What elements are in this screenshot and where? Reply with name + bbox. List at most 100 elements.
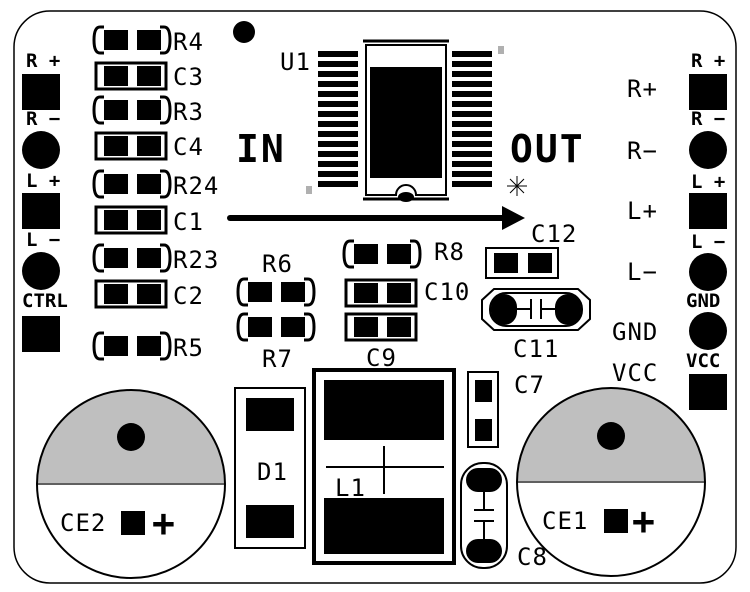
c8-footprint[interactable] — [460, 462, 508, 569]
right-pad-l-minus[interactable] — [689, 253, 727, 291]
in-label: IN — [236, 127, 286, 171]
l1-footprint[interactable] — [312, 368, 456, 565]
r5-footprint[interactable] — [92, 331, 172, 361]
u1-pin — [318, 101, 358, 107]
u1-pin — [318, 81, 358, 87]
r24-label: R24 — [173, 172, 219, 200]
ce1-footprint[interactable] — [516, 387, 706, 577]
u1-pin — [318, 181, 358, 187]
u1-pin — [452, 111, 492, 117]
u1-pin — [318, 161, 358, 167]
c12-footprint[interactable] — [485, 247, 559, 279]
out-label: OUT — [510, 127, 585, 171]
silk-r-plus: R+ — [627, 75, 658, 103]
u1-pin — [452, 131, 492, 137]
left-pin-label-l-plus: L + — [26, 170, 60, 192]
right-header: R + R − L + L − GND VCC — [686, 50, 727, 410]
c12-label: C12 — [531, 220, 577, 248]
ce1-positive-pad — [604, 509, 628, 533]
u1-ic[interactable] — [306, 39, 504, 202]
c7-label: C7 — [514, 371, 545, 399]
ce2-positive-pad — [121, 511, 145, 535]
left-pad-ctrl[interactable] — [22, 316, 60, 352]
left-pad-r-plus[interactable] — [22, 74, 60, 110]
u1-corner-marker — [498, 46, 504, 54]
r6-label: R6 — [262, 250, 293, 278]
c10-footprint[interactable] — [344, 278, 418, 308]
c11-label: C11 — [513, 335, 559, 363]
c2-footprint[interactable] — [94, 279, 168, 309]
u1-left-pins — [318, 51, 358, 187]
right-pad-gnd[interactable] — [689, 312, 727, 350]
d1-label: D1 — [257, 458, 288, 486]
left-pad-r-minus[interactable] — [22, 131, 60, 169]
ce2-footprint[interactable] — [36, 389, 226, 579]
silk-gnd: GND — [612, 318, 658, 346]
passive-column: R4 C3 R3 C4 R24 C1 R23 — [92, 25, 219, 362]
r23-label: R23 — [173, 246, 219, 274]
r7-footprint[interactable] — [236, 312, 316, 342]
right-pad-r-plus[interactable] — [689, 74, 727, 110]
u1-pin — [318, 141, 358, 147]
r4-footprint[interactable] — [92, 25, 172, 55]
c3-footprint[interactable] — [94, 61, 168, 91]
right-pad-l-plus[interactable] — [689, 193, 727, 229]
left-pad-l-minus[interactable] — [22, 252, 60, 290]
c4-label: C4 — [173, 133, 204, 161]
u1-thermal-pad — [370, 67, 442, 178]
right-silk-labels: R+ R− L+ L− GND VCC — [612, 75, 658, 387]
u1-pin — [318, 61, 358, 67]
d1-footprint[interactable] — [234, 387, 306, 549]
r23-footprint[interactable] — [92, 243, 172, 273]
right-pin-label-l-plus: L + — [691, 171, 725, 193]
left-pin-label-r-plus: R + — [26, 50, 60, 72]
right-pad-vcc[interactable] — [689, 374, 727, 410]
u1-outline — [365, 44, 447, 196]
u1-pin1-marker — [306, 186, 312, 194]
u1-label: U1 — [280, 48, 311, 76]
fiducial-dot — [233, 21, 255, 43]
left-pad-l-plus[interactable] — [22, 193, 60, 229]
u1-pin — [452, 51, 492, 57]
u1-pin — [318, 91, 358, 97]
signal-flow-arrow — [227, 206, 525, 230]
u1-pin — [452, 61, 492, 67]
u1-pin — [318, 51, 358, 57]
r6-footprint[interactable] — [236, 277, 316, 307]
right-pin-label-r-plus: R + — [691, 50, 725, 72]
u1-pin — [452, 181, 492, 187]
c10-label: C10 — [424, 278, 470, 306]
right-pin-label-r-minus: R − — [691, 108, 725, 130]
u1-pin — [452, 91, 492, 97]
c11-footprint[interactable] — [481, 288, 591, 331]
ce1-plus-sign: + — [632, 499, 657, 543]
c1-label: C1 — [173, 208, 204, 236]
ce1-negative-pad — [597, 422, 625, 450]
left-header: R + R − L + L − CTRL — [22, 50, 68, 352]
u1-pin — [452, 121, 492, 127]
r3-footprint[interactable] — [92, 95, 172, 125]
l1-label: L1 — [335, 474, 366, 502]
right-pin-label-gnd: GND — [686, 290, 720, 312]
u1-right-pins — [452, 51, 492, 187]
u1-pin — [452, 101, 492, 107]
u1-pin — [318, 111, 358, 117]
r5-label: R5 — [173, 334, 204, 362]
left-pin-label-r-minus: R − — [26, 108, 60, 130]
u1-pin — [318, 151, 358, 157]
c9-footprint[interactable] — [344, 312, 418, 342]
right-pin-label-l-minus: L − — [691, 231, 725, 253]
c7-footprint[interactable] — [467, 371, 499, 448]
u1-pin — [318, 131, 358, 137]
left-pin-label-l-minus: L − — [26, 229, 60, 251]
r24-footprint[interactable] — [92, 169, 172, 199]
ce1-label: CE1 — [542, 507, 588, 535]
r8-footprint[interactable] — [342, 239, 422, 269]
u1-pin — [318, 71, 358, 77]
right-pad-r-minus[interactable] — [689, 131, 727, 169]
r7-label: R7 — [262, 345, 293, 373]
c1-footprint[interactable] — [94, 205, 168, 235]
c4-footprint[interactable] — [94, 131, 168, 161]
u1-pin — [452, 171, 492, 177]
